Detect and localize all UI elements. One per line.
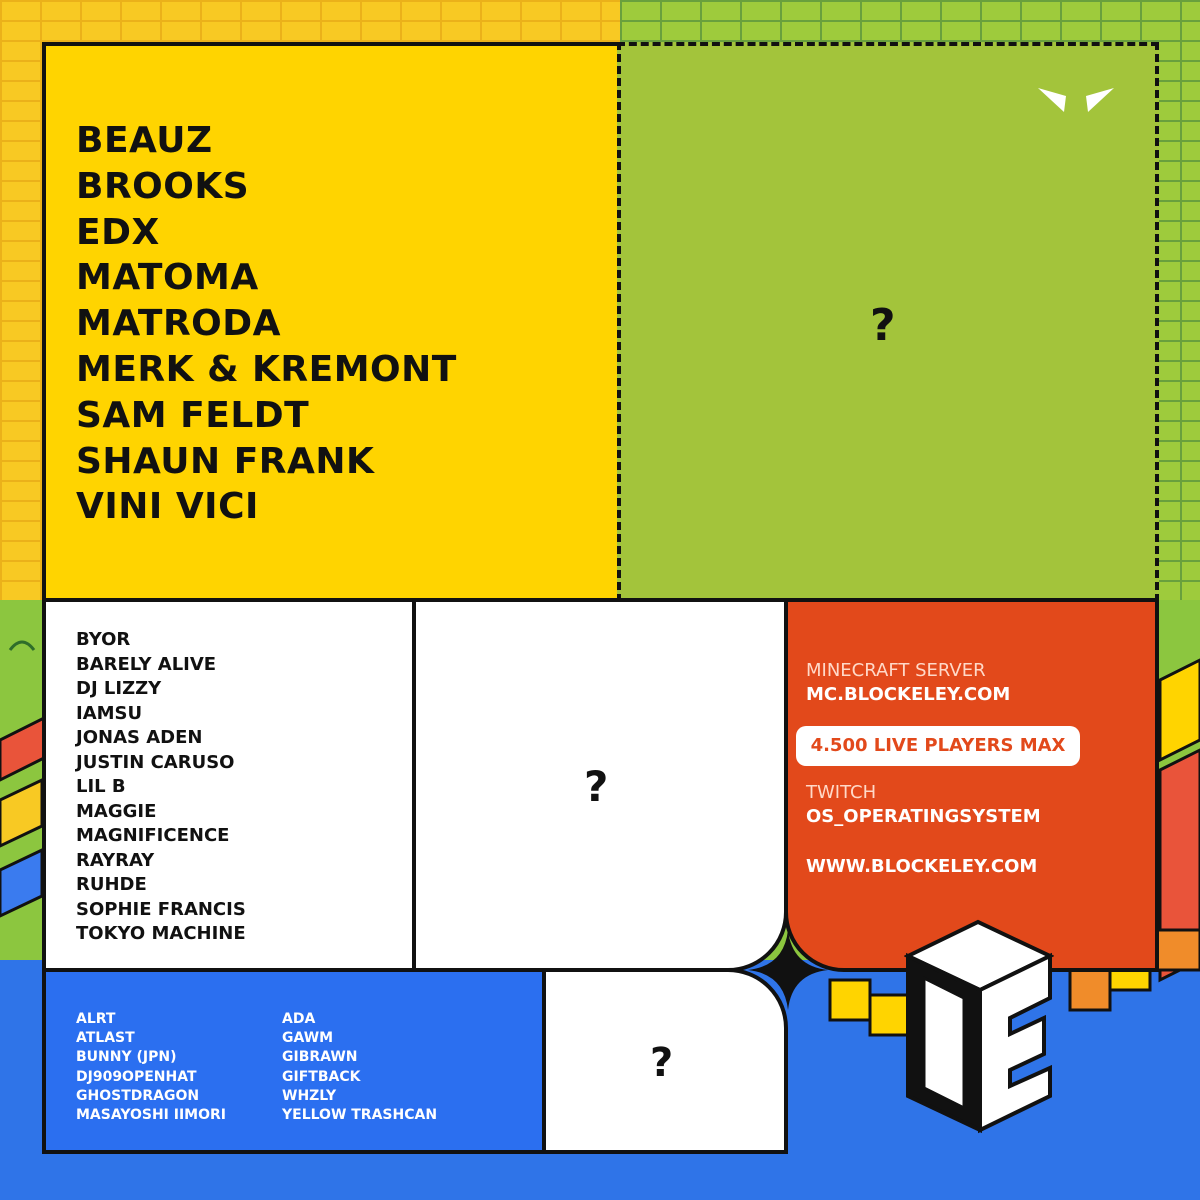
second-tier-item: JUSTIN CARUSO xyxy=(76,751,235,773)
twitch-channel[interactable]: OS_OPERATINGSYSTEM xyxy=(806,806,1041,827)
third-tier-item: GIBRAWN xyxy=(282,1049,358,1066)
mystery-panel-large xyxy=(617,42,1159,602)
headliner-item: SHAUN FRANK xyxy=(76,440,375,482)
third-tier-item: GAWM xyxy=(282,1030,334,1047)
second-tier-item: BYOR xyxy=(76,629,131,650)
headliner-item: MATRODA xyxy=(76,303,282,345)
headliner-item: SAM FELDT xyxy=(76,394,310,436)
second-tier-item: MAGGIE xyxy=(76,800,157,822)
mystery-mark-middle: ? xyxy=(584,762,609,811)
second-tier-item: JONAS ADEN xyxy=(76,727,203,748)
headliner-item: MATOMA xyxy=(76,257,259,299)
third-tier-item: DJ909OPENHAT xyxy=(76,1068,197,1085)
third-tier-item: ALRT xyxy=(76,1011,116,1027)
headliner-item: VINI VICI xyxy=(76,486,259,528)
server-address[interactable]: MC.BLOCKELEY.COM xyxy=(806,684,1011,705)
mystery-mark-small: ? xyxy=(650,1040,674,1086)
headliner-item: BEAUZ xyxy=(76,120,213,161)
headliner-item: EDX xyxy=(76,211,160,253)
third-tier-item: MASAYOSHI IIMORI xyxy=(76,1107,227,1124)
server-label: MINECRAFT SERVER xyxy=(806,660,986,681)
headliner-list: BEAUZ BROOKS EDX MATOMA MATRODA MERK & K… xyxy=(76,118,457,530)
mystery-panel-small xyxy=(542,968,788,1154)
second-tier-item: RAYRAY xyxy=(76,849,155,871)
third-tier-list-right: ADA GAWM GIBRAWN GIFTBACK WHZLY YELLOW T… xyxy=(282,1010,437,1125)
headliners-panel xyxy=(42,42,622,602)
second-tier-item: RUHDE xyxy=(76,874,147,895)
second-tier-item: SOPHIE FRANCIS xyxy=(76,898,246,920)
second-tier-item: DJ LIZZY xyxy=(76,678,162,699)
third-tier-list-left: ALRT ATLAST BUNNY (JPN) DJ909OPENHAT GHO… xyxy=(76,1010,226,1125)
second-tier-item: BARELY ALIVE xyxy=(76,653,217,675)
third-tier-item: ATLAST xyxy=(76,1030,135,1047)
players-badge: 4.500 LIVE PLAYERS MAX xyxy=(796,726,1080,766)
mystery-mark-large: ? xyxy=(870,300,896,351)
second-tier-list: BYOR BARELY ALIVE DJ LIZZY IAMSU JONAS A… xyxy=(76,628,246,947)
website-link[interactable]: WWW.BLOCKELEY.COM xyxy=(806,856,1038,877)
third-tier-item: ADA xyxy=(282,1011,316,1027)
third-tier-panel xyxy=(42,968,546,1154)
second-tier-item: TOKYO MACHINE xyxy=(76,923,246,944)
headliner-item: MERK & KREMONT xyxy=(76,348,457,390)
twitch-label: TWITCH xyxy=(806,782,877,803)
second-tier-item: IAMSU xyxy=(76,702,143,724)
third-tier-item: WHZLY xyxy=(282,1087,337,1104)
second-tier-item: MAGNIFICENCE xyxy=(76,825,230,846)
block-e-logo-icon xyxy=(904,919,1054,1134)
second-tier-panel xyxy=(42,598,416,972)
third-tier-item: GIFTBACK xyxy=(282,1068,361,1085)
headliner-item: BROOKS xyxy=(76,165,250,207)
third-tier-item: GHOSTDRAGON xyxy=(76,1087,200,1104)
wing-logo-icon xyxy=(1038,88,1114,112)
third-tier-item: BUNNY (JPN) xyxy=(76,1049,177,1066)
second-tier-item: LIL B xyxy=(76,776,126,797)
third-tier-item: YELLOW TRASHCAN xyxy=(282,1107,438,1124)
four-point-star-icon xyxy=(748,930,828,1010)
